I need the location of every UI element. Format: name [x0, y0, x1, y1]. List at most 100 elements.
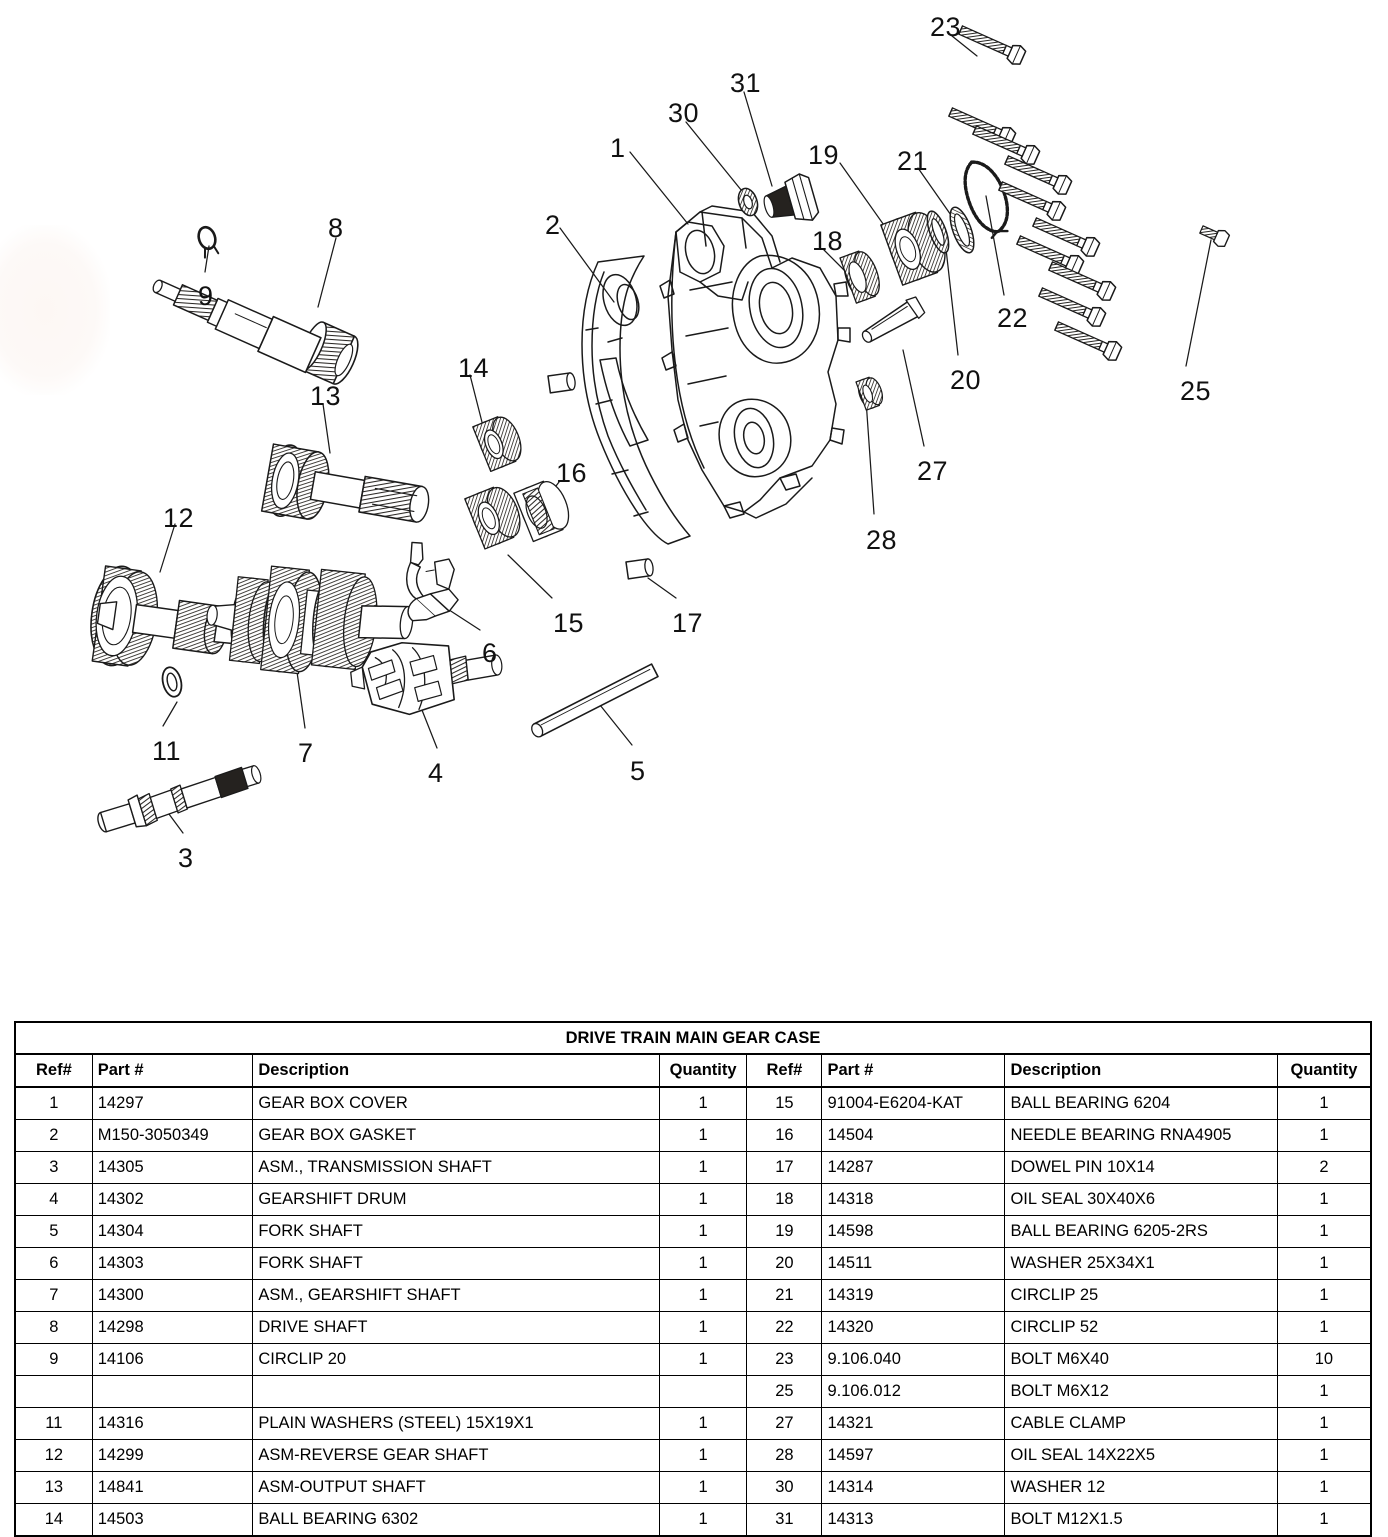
- part-washer-12: [737, 187, 759, 217]
- cell-quantity-right: 1: [1276, 1279, 1372, 1312]
- cell-quantity-left: 1: [658, 1503, 748, 1537]
- header-ref-left: Ref#: [14, 1053, 93, 1088]
- cell-description-left: [252, 1375, 660, 1408]
- cell-ref-left: 8: [14, 1311, 93, 1344]
- cell-description-right: BOLT M6X40: [1004, 1343, 1278, 1376]
- cell-part-left: 14841: [91, 1471, 254, 1504]
- callout-18: 18: [812, 226, 844, 256]
- cell-ref-left: 7: [14, 1279, 93, 1312]
- callout-22: 22: [997, 303, 1029, 333]
- callout-3: 3: [178, 843, 194, 873]
- part-gear-box-gasket: [581, 255, 691, 545]
- parts-list-table: DRIVE TRAIN MAIN GEAR CASE Ref# Part # D…: [14, 1021, 1372, 1537]
- callout-16: 16: [556, 458, 588, 488]
- callout-28: 28: [866, 525, 898, 555]
- cell-part-left: 14503: [91, 1503, 254, 1537]
- cell-part-left: 14305: [91, 1151, 254, 1184]
- cell-description-left: GEAR BOX COVER: [252, 1086, 660, 1120]
- cell-ref-right: 25: [746, 1375, 823, 1408]
- cell-ref-right: 22: [746, 1311, 823, 1344]
- cell-ref-right: 20: [746, 1247, 823, 1280]
- cell-description-left: ASM., GEARSHIFT SHAFT: [252, 1279, 660, 1312]
- callout-4: 4: [428, 758, 444, 788]
- leader-lines: [159, 35, 1212, 834]
- cell-part-right: 9.106.012: [821, 1375, 1006, 1408]
- table-header-row: Ref# Part # Description Quantity Ref# Pa…: [14, 1053, 1372, 1088]
- part-plain-washer: [161, 666, 183, 698]
- header-desc-right: Description: [1004, 1053, 1278, 1088]
- cell-quantity-right: 1: [1276, 1439, 1372, 1472]
- header-qty-right: Quantity: [1276, 1053, 1372, 1088]
- cell-description-left: GEAR BOX GASKET: [252, 1119, 660, 1152]
- callout-5: 5: [630, 756, 646, 786]
- cell-part-left: 14316: [91, 1407, 254, 1440]
- cell-part-left: 14300: [91, 1279, 254, 1312]
- part-oil-seal-14x22x5: [855, 376, 884, 411]
- callout-27: 27: [917, 456, 949, 486]
- part-fork-shaft-14304: [531, 663, 659, 738]
- callout-14: 14: [458, 353, 490, 383]
- cell-part-left: 14303: [91, 1247, 254, 1280]
- cell-ref-left: 3: [14, 1151, 93, 1184]
- part-circlip-20: [197, 226, 220, 259]
- part-bolt-m6x40-group: [945, 20, 1124, 364]
- cell-part-right: 14319: [821, 1279, 1006, 1312]
- cell-part-left: 14297: [91, 1086, 254, 1120]
- cell-description-left: FORK SHAFT: [252, 1247, 660, 1280]
- part-gearshift-shaft: [206, 565, 414, 675]
- cell-description-right: OIL SEAL 14X22X5: [1004, 1439, 1278, 1472]
- callout-11: 11: [152, 736, 182, 766]
- cell-quantity-left: 1: [658, 1215, 748, 1248]
- part-bolt-m6x12: [1197, 221, 1232, 250]
- header-qty-left: Quantity: [658, 1053, 748, 1088]
- callout-21: 21: [897, 146, 929, 176]
- part-fork-shaft-14303: [405, 541, 459, 622]
- cell-ref-left: 12: [14, 1439, 93, 1472]
- cell-description-left: PLAIN WASHERS (STEEL) 15X19X1: [252, 1407, 660, 1440]
- cell-part-right: 14321: [821, 1407, 1006, 1440]
- cell-quantity-right: 1: [1276, 1183, 1372, 1216]
- part-oil-seal-30x40x6: [839, 250, 880, 304]
- part-transmission-shaft: [97, 765, 262, 833]
- cell-part-left: M150-3050349: [91, 1119, 254, 1152]
- part-washer-25x34x1: [926, 210, 950, 254]
- part-bolt-m12x1.5: [763, 173, 820, 221]
- cell-quantity-left: 1: [658, 1407, 748, 1440]
- cell-ref-left: 2: [14, 1119, 93, 1152]
- cell-ref-right: 16: [746, 1119, 823, 1152]
- part-cable-clamp: [861, 296, 926, 343]
- cell-part-right: 14314: [821, 1471, 1006, 1504]
- cell-part-left: 14302: [91, 1183, 254, 1216]
- cell-quantity-right: 1: [1276, 1119, 1372, 1152]
- cell-description-right: DOWEL PIN 10X14: [1004, 1151, 1278, 1184]
- table-title-row: DRIVE TRAIN MAIN GEAR CASE: [14, 1021, 1372, 1055]
- cell-ref-left: 1: [14, 1086, 93, 1120]
- cell-description-right: OIL SEAL 30X40X6: [1004, 1183, 1278, 1216]
- part-gear-box-cover: [659, 205, 851, 519]
- cell-description-right: BALL BEARING 6204: [1004, 1086, 1278, 1120]
- cell-quantity-right: 2: [1276, 1151, 1372, 1184]
- part-dowel-pin: [547, 372, 576, 394]
- callout-8: 8: [328, 213, 344, 243]
- cell-part-left: 14299: [91, 1439, 254, 1472]
- callout-2: 2: [545, 210, 561, 240]
- cell-quantity-left: 1: [658, 1471, 748, 1504]
- cell-quantity-left: 1: [658, 1343, 748, 1376]
- cell-part-right: 14313: [821, 1503, 1006, 1537]
- cell-part-right: 14598: [821, 1215, 1006, 1248]
- cell-description-right: BALL BEARING 6205-2RS: [1004, 1215, 1278, 1248]
- callout-17: 17: [672, 608, 704, 638]
- cell-description-right: WASHER 12: [1004, 1471, 1278, 1504]
- cell-description-right: NEEDLE BEARING RNA4905: [1004, 1119, 1278, 1152]
- part-ball-bearing-6204: [464, 486, 521, 550]
- cell-ref-left: 6: [14, 1247, 93, 1280]
